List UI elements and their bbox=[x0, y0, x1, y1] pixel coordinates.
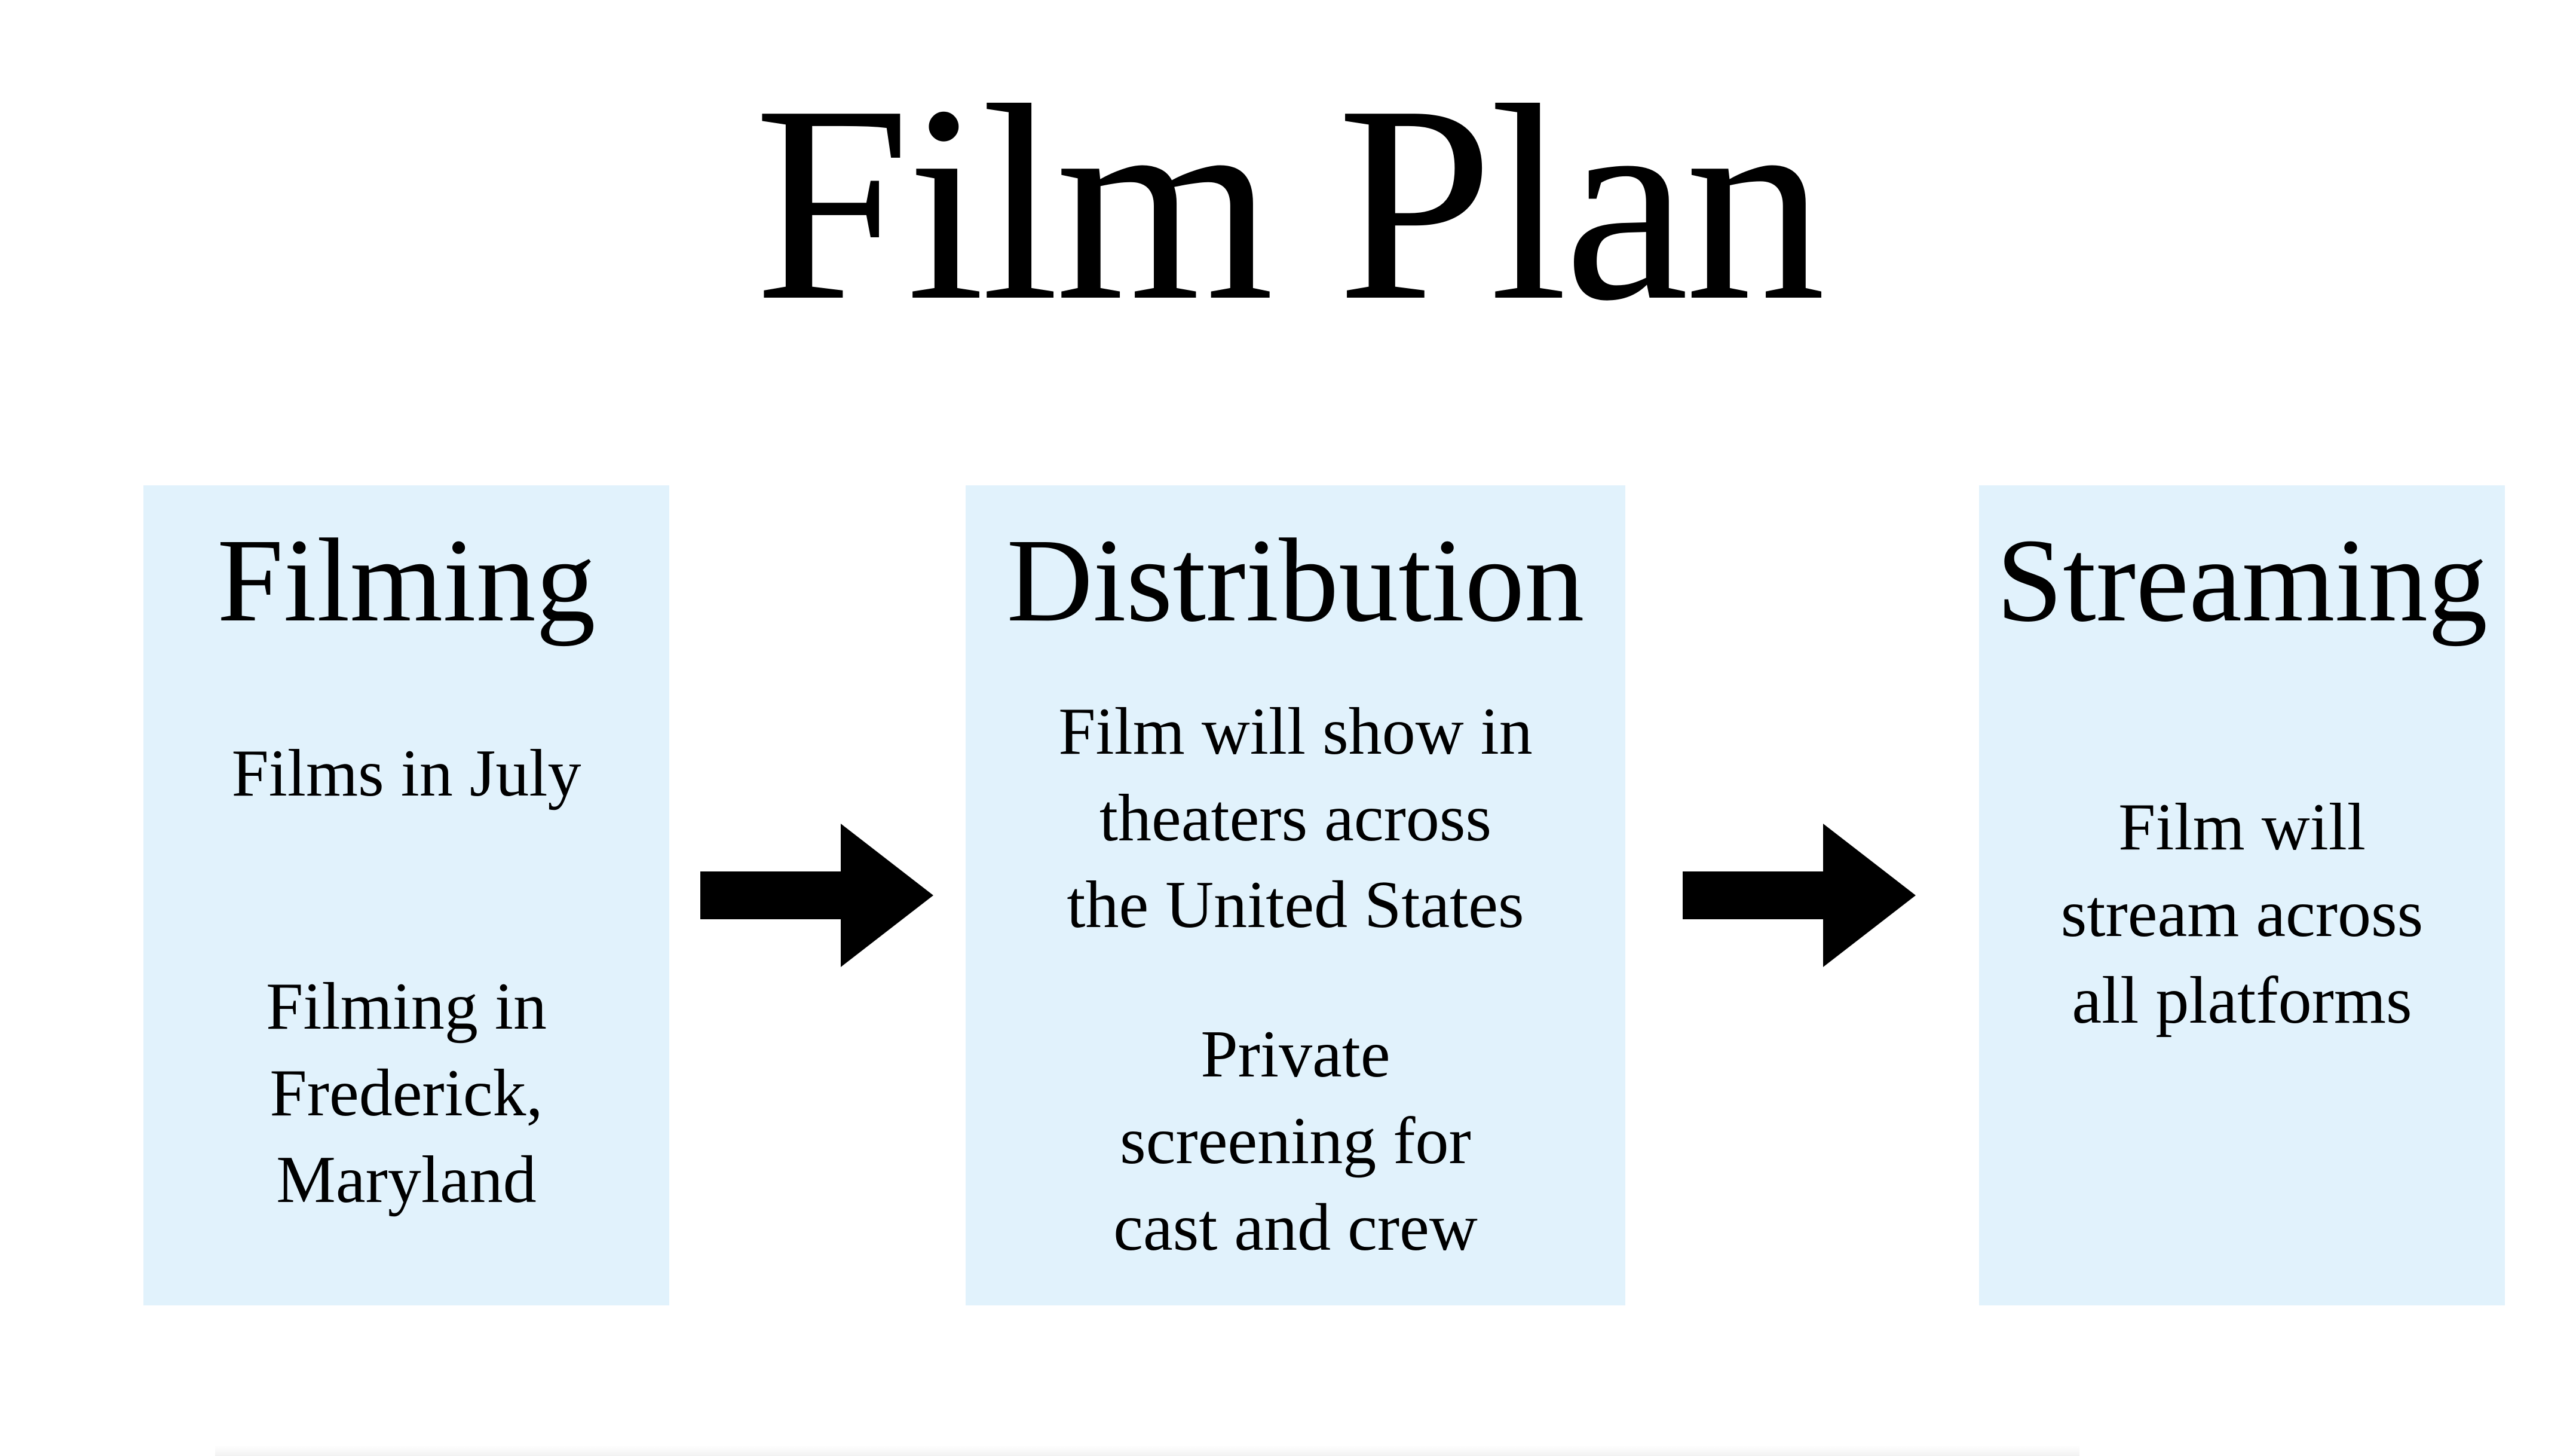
stage-box-filming: Filming Films in July Filming in Frederi… bbox=[143, 485, 669, 1305]
page-title: Film Plan bbox=[753, 47, 1825, 359]
stage-heading-distribution: Distribution bbox=[1006, 515, 1585, 647]
stage-box-distribution: Distribution Film will show in theaters … bbox=[966, 485, 1625, 1305]
stage-text-filming-date: Films in July bbox=[231, 736, 581, 810]
stage-box-streaming: Streaming Film will stream across all pl… bbox=[1979, 485, 2505, 1305]
right-arrow-icon bbox=[700, 824, 933, 967]
stage-text-filming-location: Filming in Frederick, Maryland bbox=[266, 969, 547, 1217]
right-arrow-icon bbox=[1683, 824, 1916, 967]
slide-bottom-shadow bbox=[215, 1445, 2079, 1456]
stage-text-distribution-screening: Private screening for cast and crew bbox=[1113, 1017, 1478, 1265]
stage-heading-filming: Filming bbox=[217, 515, 596, 647]
stage-text-distribution-theaters: Film will show in theaters across the Un… bbox=[1058, 695, 1533, 942]
stage-heading-streaming: Streaming bbox=[1996, 515, 2488, 647]
stage-text-streaming-platforms: Film will stream across all platforms bbox=[2060, 790, 2424, 1038]
